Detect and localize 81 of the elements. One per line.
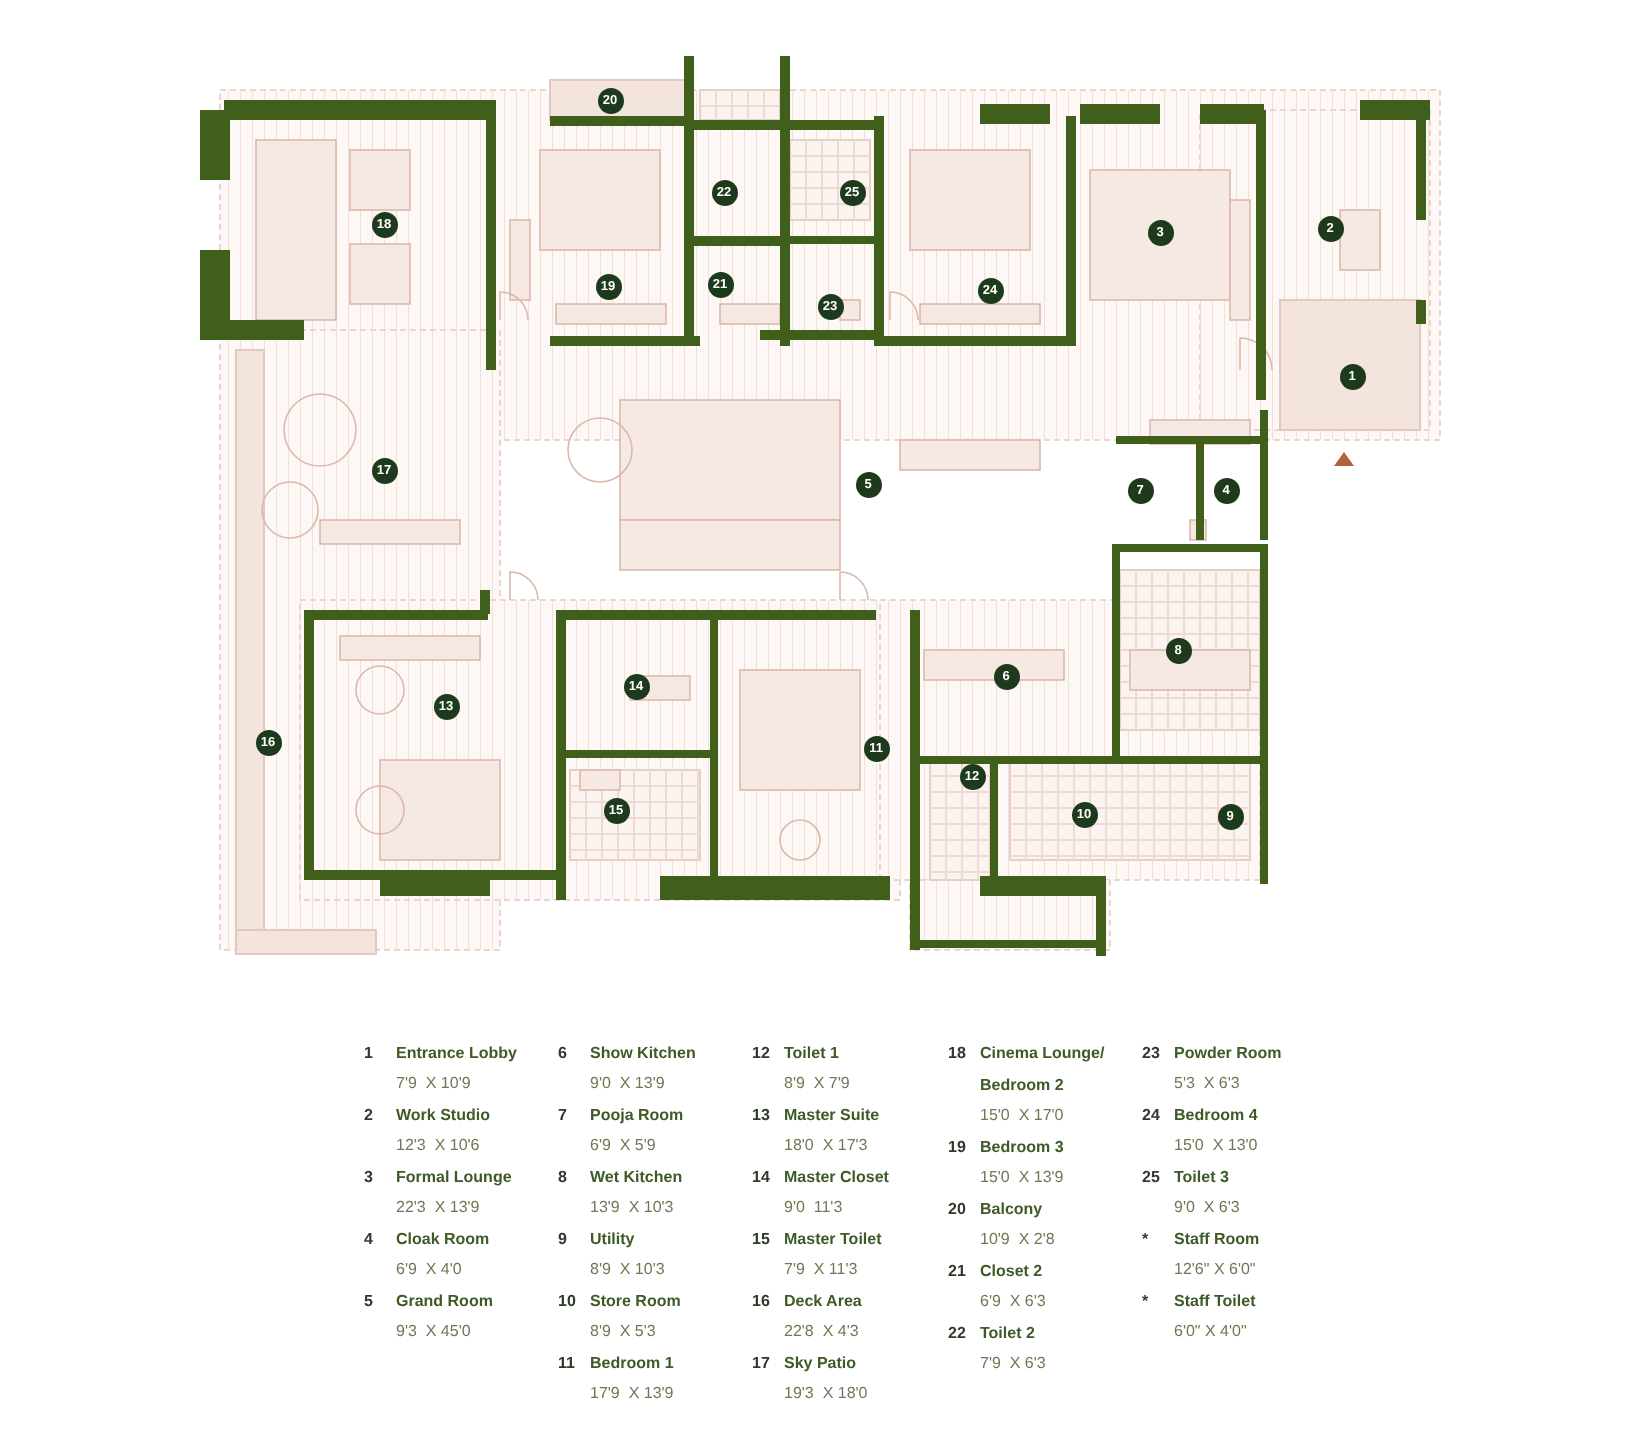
room-name: Show Kitchen: [590, 1042, 698, 1066]
room-name: Balcony: [980, 1198, 1045, 1222]
room-number: 17: [752, 1352, 772, 1376]
room-name: Toilet 3: [1174, 1166, 1231, 1190]
room-number: 7: [558, 1104, 569, 1128]
room-dimensions: 6'9 X 4'0: [396, 1258, 464, 1282]
room-number: 6: [558, 1042, 569, 1066]
room-number: 18: [948, 1042, 968, 1066]
room-name: Work Studio: [396, 1104, 492, 1128]
room-dimensions: 9'0 X 6'3: [1174, 1196, 1242, 1220]
room-name: Closet 2: [980, 1260, 1045, 1284]
room-name: Entrance Lobby: [396, 1042, 519, 1066]
room-name: Bedroom 4: [1174, 1104, 1260, 1128]
room-dimensions: 15'0 X 13'0: [1174, 1134, 1260, 1158]
room-dimensions: 8'9 X 10'3: [590, 1258, 667, 1282]
room-dimensions: 7'9 X 10'9: [396, 1072, 473, 1096]
room-name: Master Suite: [784, 1104, 882, 1128]
room-dimensions: 5'3 X 6'3: [1174, 1072, 1242, 1096]
room-dimensions: 9'3 X 45'0: [396, 1320, 473, 1344]
room-number: 10: [558, 1290, 578, 1314]
room-number: 24: [1142, 1104, 1162, 1128]
room-dimensions: 7'9 X 11'3: [784, 1258, 860, 1282]
room-dimensions: 7'9 X 6'3: [980, 1352, 1048, 1376]
room-number: 2: [364, 1104, 375, 1128]
room-dimensions: 22'8 X 4'3: [784, 1320, 861, 1344]
room-dimensions: 9'0 X 13'9: [590, 1072, 667, 1096]
room-name: Utility: [590, 1228, 637, 1252]
room-number: 19: [948, 1136, 968, 1160]
room-number: 21: [948, 1260, 968, 1284]
room-dimensions: 13'9 X 10'3: [590, 1196, 676, 1220]
room-name: Bedroom 1: [590, 1352, 676, 1376]
room-name: Pooja Room: [590, 1104, 686, 1128]
room-number: 11: [558, 1352, 577, 1376]
room-name: Deck Area: [784, 1290, 864, 1314]
room-dimensions: 10'9 X 2'8: [980, 1228, 1057, 1252]
room-dimensions: 18'0 X 17'3: [784, 1134, 870, 1158]
room-number: 12: [752, 1042, 772, 1066]
room-name: Wet Kitchen: [590, 1166, 685, 1190]
room-number: 14: [752, 1166, 772, 1190]
room-number: 13: [752, 1104, 772, 1128]
room-name: Grand Room: [396, 1290, 495, 1314]
room-number: 15: [752, 1228, 772, 1252]
room-dimensions: 8'9 X 7'9: [784, 1072, 852, 1096]
room-number: 4: [364, 1228, 375, 1252]
room-name: Toilet 2: [980, 1322, 1037, 1346]
room-number: 25: [1142, 1166, 1162, 1190]
room-number: *: [1142, 1228, 1151, 1252]
room-number: 16: [752, 1290, 772, 1314]
room-number: 3: [364, 1166, 375, 1190]
room-name: Powder Room: [1174, 1042, 1284, 1066]
room-dimensions: 6'0" X 4'0": [1174, 1320, 1249, 1344]
room-number: 5: [364, 1290, 375, 1314]
room-dimensions: 12'3 X 10'6: [396, 1134, 482, 1158]
room-dimensions: 6'9 X 5'9: [590, 1134, 658, 1158]
room-dimensions: 6'9 X 6'3: [980, 1290, 1048, 1314]
room-dimensions: 15'0 X 17'0: [980, 1104, 1066, 1128]
room-dimensions: 22'3 X 13'9: [396, 1196, 482, 1220]
room-dimensions: 12'6" X 6'0": [1174, 1258, 1258, 1282]
room-name: Toilet 1: [784, 1042, 841, 1066]
room-number: 22: [948, 1322, 968, 1346]
room-dimensions: 17'9 X 13'9: [590, 1382, 676, 1406]
room-name: Cloak Room: [396, 1228, 492, 1252]
room-number: 1: [364, 1042, 375, 1066]
room-dimensions: 19'3 X 18'0: [784, 1382, 870, 1406]
room-name: Staff Toilet: [1174, 1290, 1258, 1314]
room-name: Master Toilet: [784, 1228, 884, 1252]
room-number: 23: [1142, 1042, 1162, 1066]
room-name: Formal Lounge: [396, 1166, 514, 1190]
room-name: Store Room: [590, 1290, 683, 1314]
room-number: 20: [948, 1198, 968, 1222]
room-name: Cinema Lounge/ Bedroom 2: [980, 1042, 1107, 1098]
room-dimensions: 9'0 11'3: [784, 1196, 845, 1220]
room-name: Master Closet: [784, 1166, 891, 1190]
room-number: 9: [558, 1228, 569, 1252]
room-name: Staff Room: [1174, 1228, 1262, 1252]
room-number: 8: [558, 1166, 569, 1190]
room-number: *: [1142, 1290, 1151, 1314]
room-dimensions: 8'9 X 5'3: [590, 1320, 658, 1344]
room-name: Bedroom 3: [980, 1136, 1066, 1160]
room-name: Sky Patio: [784, 1352, 859, 1376]
room-dimensions: 15'0 X 13'9: [980, 1166, 1066, 1190]
